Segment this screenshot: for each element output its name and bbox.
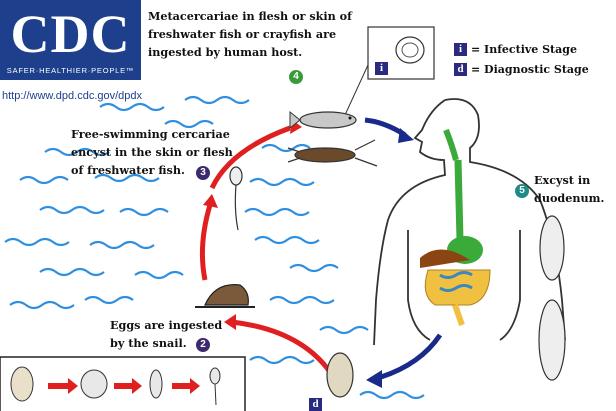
step-4-badge: 4 xyxy=(289,70,303,84)
arrow-snail-to-cercariae xyxy=(199,204,213,281)
cdc-logo xyxy=(0,0,141,80)
step-5-badge: 5 xyxy=(515,184,529,198)
human-digestive-system xyxy=(420,128,491,326)
egg-diagnostic-symbol: d xyxy=(309,398,322,411)
arrow-egg-to-snail xyxy=(231,319,333,374)
step-4-caption: Metacercariae in flesh or skin of freshw… xyxy=(148,9,352,59)
metacercaria-inset xyxy=(344,26,435,116)
water-waves xyxy=(4,95,425,400)
legend-infective-label: = Infective Stage xyxy=(471,43,577,56)
larval-stages-box xyxy=(0,356,246,411)
step-3-badge: 3 xyxy=(196,166,210,180)
cycle-arrows-red xyxy=(199,125,333,374)
crayfish-illustration xyxy=(287,139,378,167)
fish-illustration xyxy=(289,110,357,130)
legend-diagnostic-symbol: d xyxy=(454,63,467,76)
egg-illustration xyxy=(326,352,354,398)
source-url[interactable]: http://www.dpd.cdc.gov/dpdx xyxy=(2,90,143,102)
inset-infective-symbol: i xyxy=(375,62,388,75)
snail-illustration xyxy=(195,284,255,308)
arrow-human-to-egg xyxy=(377,333,443,381)
legend-diagnostic-label: = Diagnostic Stage xyxy=(471,63,589,76)
cdc-logo-tagline: SAFER·HEALTHIER·PEOPLE™ xyxy=(6,66,135,75)
step-2-badge: 2 xyxy=(196,338,210,352)
arrow-fish-to-human xyxy=(364,117,407,138)
fluke-excysting-illustration xyxy=(538,215,566,381)
step-3-caption: Free-swimming cercariae encyst in the sk… xyxy=(71,127,233,177)
legend-infective-symbol: i xyxy=(454,43,467,56)
arrow-cercariae-to-fish xyxy=(209,125,291,190)
step-5-caption: Excyst in duodenum. xyxy=(534,173,605,205)
step-2-caption: Eggs are ingested by the snail. xyxy=(110,318,223,350)
cdc-logo-text: CDC xyxy=(10,4,131,64)
cercaria-illustration xyxy=(229,166,243,231)
